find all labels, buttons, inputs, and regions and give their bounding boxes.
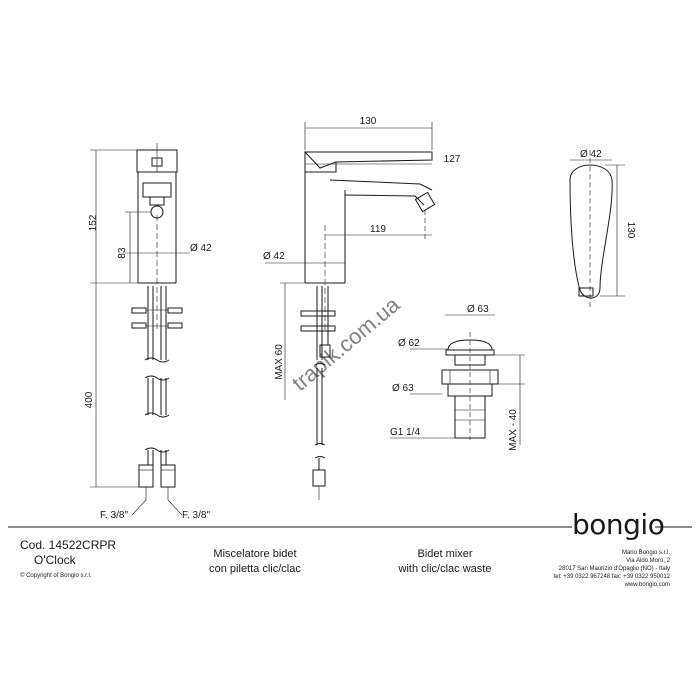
company-address-1: Via Aldo Moro, 2 bbox=[626, 558, 670, 564]
product-name: O'Clock bbox=[34, 553, 76, 567]
dim-max-40: MAX - 40 bbox=[508, 409, 519, 451]
dim-diameter-side: Ø 42 bbox=[263, 251, 285, 262]
dim-waste-63-top: Ø 63 bbox=[467, 304, 489, 315]
bongio-logo: bongio bbox=[572, 508, 665, 541]
label-conn-left: F. 3/8" bbox=[100, 510, 128, 521]
description-it-2: con piletta clic/clac bbox=[209, 563, 301, 575]
dim-waste-62: Ø 62 bbox=[398, 338, 420, 349]
description-en-1: Bidet mixer bbox=[417, 548, 473, 560]
dim-length-130: 130 bbox=[360, 116, 377, 127]
dim-reach-119: 119 bbox=[370, 224, 386, 235]
front-view bbox=[90, 143, 190, 516]
top-view bbox=[569, 150, 625, 310]
dim-waste-63-low: Ø 63 bbox=[392, 383, 414, 394]
label-conn-right: F. 3/8" bbox=[182, 510, 210, 521]
product-code: Cod. 14522CRPR bbox=[20, 538, 117, 552]
dim-reach-127: 127 bbox=[444, 154, 461, 165]
description-it-1: Miscelatore bidet bbox=[213, 548, 297, 560]
dim-diameter-top: Ø 42 bbox=[580, 149, 602, 160]
copyright: © Copyright of Bongio s.r.l. bbox=[20, 573, 92, 579]
dim-length-top: 130 bbox=[625, 222, 636, 239]
company-address-2: 28017 San Maurizio d'Opaglio (NO) - Ital… bbox=[558, 566, 670, 572]
waste-view bbox=[390, 314, 525, 445]
dim-height-152: 152 bbox=[88, 214, 99, 231]
dim-height-83: 83 bbox=[117, 247, 128, 259]
company-name: Mario Bongio s.r.l. bbox=[621, 550, 670, 556]
side-view bbox=[265, 122, 436, 500]
dim-max-60: MAX 60 bbox=[274, 344, 285, 380]
description-en-2: with clic/clac waste bbox=[398, 563, 492, 575]
dim-height-400: 400 bbox=[84, 391, 95, 408]
company-website: www.bongio.com bbox=[624, 582, 670, 588]
watermark: trapik.com.ua bbox=[287, 291, 405, 396]
dim-diameter-front: Ø 42 bbox=[190, 243, 212, 254]
dim-thread: G1 1/4 bbox=[390, 427, 420, 438]
company-phone: tel: +39 0322 967248 fax: +39 0322 95001… bbox=[553, 574, 670, 580]
